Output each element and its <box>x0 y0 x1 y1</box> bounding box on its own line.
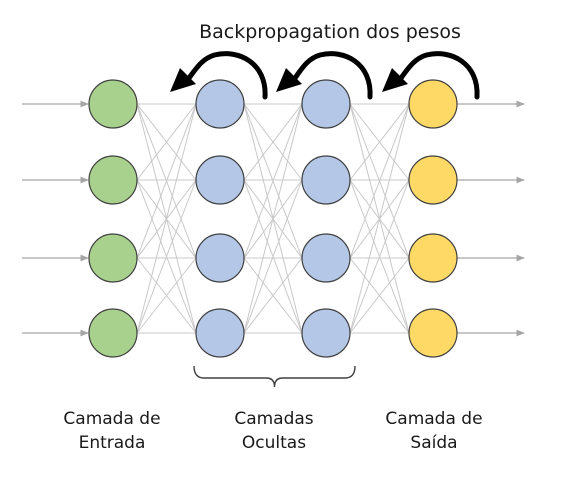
connection-1-2-1 <box>136 103 197 181</box>
hidden-2-node-1 <box>301 79 351 129</box>
output-node-4 <box>408 308 458 358</box>
connection-1-3-1 <box>136 103 197 259</box>
backprop-arrow-2 <box>276 51 373 100</box>
nodes <box>88 79 458 358</box>
hidden-layers-label-line-1: Camadas <box>234 409 314 429</box>
input-layer-label-line-2: Entrada <box>78 433 146 453</box>
input-node-4 <box>88 308 138 358</box>
io-arrows <box>22 100 525 337</box>
connection-3-2-1 <box>349 103 410 181</box>
hidden-2-node-2 <box>301 155 351 205</box>
hidden-1-node-2 <box>195 155 245 205</box>
connection-3-3-1 <box>349 103 410 259</box>
output-node-2 <box>408 155 458 205</box>
backprop-title: Backpropagation dos pesos <box>199 21 461 43</box>
backprop-arrow-3 <box>382 51 480 100</box>
backprop-arrows <box>170 51 480 100</box>
hidden-1-node-4 <box>195 308 245 358</box>
connection-3-4-1 <box>349 103 410 334</box>
output-layer-label-line-1: Camada de <box>385 409 483 429</box>
input-node-3 <box>88 233 138 283</box>
connection-2-4-2 <box>243 179 303 334</box>
output-node-3 <box>408 233 458 283</box>
hidden-2-node-3 <box>301 233 351 283</box>
connections <box>136 103 410 334</box>
output-node-1 <box>408 79 458 129</box>
connection-3-4-3 <box>349 257 410 334</box>
connection-2-4-3 <box>243 257 303 334</box>
connection-3-4-2 <box>349 179 410 334</box>
output-layer-label-line-2: Saída <box>410 433 458 453</box>
input-node-2 <box>88 155 138 205</box>
hidden-layers-label: Camadas Ocultas <box>194 407 354 455</box>
connection-1-4-3 <box>136 257 197 334</box>
hidden-2-node-4 <box>301 308 351 358</box>
connection-1-4-1 <box>136 103 197 334</box>
input-node-1 <box>88 79 138 129</box>
backprop-arrow-1 <box>170 51 268 100</box>
hidden-1-node-3 <box>195 233 245 283</box>
connection-2-3-1 <box>243 103 303 259</box>
hidden-1-node-1 <box>195 79 245 129</box>
hidden-layers-label-line-2: Ocultas <box>241 433 307 453</box>
output-layer-label: Camada de Saída <box>354 407 514 455</box>
connection-2-4-1 <box>243 103 303 334</box>
connection-1-4-2 <box>136 179 197 334</box>
input-layer-label-line-1: Camada de <box>63 409 161 429</box>
connection-2-2-1 <box>243 103 303 181</box>
hidden-layers-brace <box>193 365 356 388</box>
input-layer-label: Camada de Entrada <box>32 407 192 455</box>
